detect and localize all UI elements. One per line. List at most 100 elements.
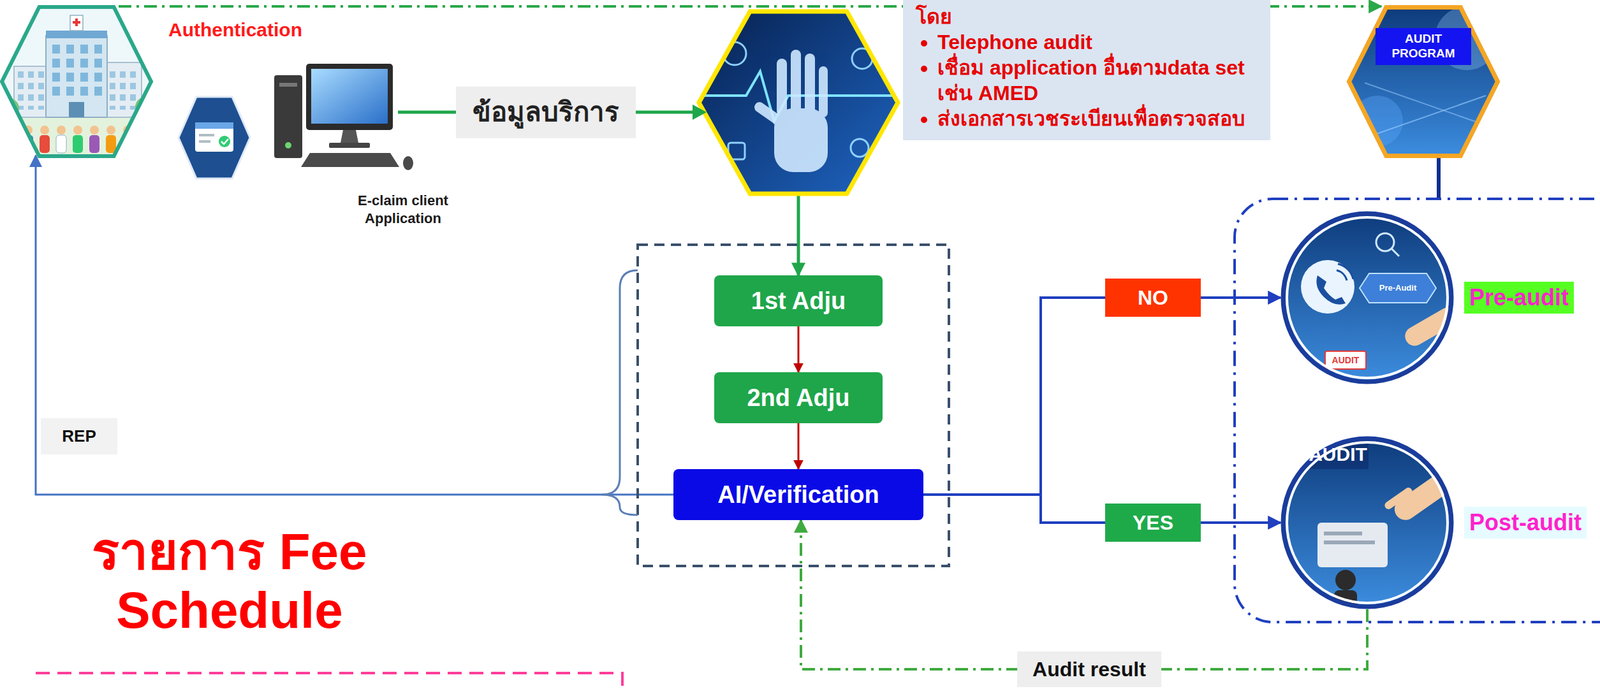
decor-rect	[105, 135, 117, 154]
arrow-head	[692, 104, 707, 120]
program-label-group: AUDIT PROGRAM	[1346, 28, 1500, 68]
stage-tag: Post-audit	[1464, 506, 1587, 539]
decor-path	[1316, 275, 1346, 305]
decor-rect	[39, 135, 50, 154]
decor-rect	[45, 30, 108, 39]
feedback-label: Audit result	[1017, 651, 1162, 688]
decor-rect	[306, 63, 393, 131]
decor-rect	[752, 100, 785, 127]
program-hexagon: AUDIT PROGRAM	[1346, 5, 1500, 159]
decor-rect	[274, 75, 303, 159]
decor-rect	[790, 49, 801, 114]
connector-line	[35, 155, 674, 495]
hexagon-border	[698, 11, 898, 194]
process-box: 1st Adju	[714, 275, 883, 327]
decor-circle	[850, 139, 869, 157]
circle-border	[1283, 438, 1452, 608]
bullet-item: เชื่อม application อื่นตามdata set เช่น …	[937, 54, 1258, 106]
method-note: โดยTelephone auditเชื่อม application อื่…	[902, 0, 1271, 141]
medical-hexagon-illustration	[698, 11, 898, 197]
circle-ring	[1286, 217, 1448, 379]
decor-path	[1364, 82, 1493, 128]
data-label: ข้อมูลบริการ	[455, 86, 636, 139]
program-label: AUDIT PROGRAM	[1375, 28, 1472, 66]
decor-rect	[698, 11, 898, 197]
decor-path	[1337, 264, 1354, 280]
device-caption: E-claim client Application	[336, 191, 470, 229]
circle-outline	[1280, 211, 1454, 385]
circle-outline	[1280, 436, 1454, 610]
audit-circle: Pre-audit	[1280, 211, 1454, 385]
decor-circle	[89, 125, 99, 135]
return-label: REP	[40, 418, 118, 455]
link-line	[1436, 158, 1441, 199]
group-frame	[637, 244, 949, 567]
box-text: AI/Verification	[717, 481, 879, 509]
computer-illustration	[274, 63, 414, 171]
decor-rect	[45, 35, 108, 118]
process-box: 2nd Adju	[714, 372, 883, 424]
process-box: AI/Verification	[673, 469, 924, 521]
post-audit-illustration	[1280, 436, 1461, 610]
hospital-hexagon: Authentication	[0, 5, 154, 159]
decor-rect	[70, 15, 83, 31]
decor-rect	[1307, 440, 1369, 470]
decor-rect	[68, 102, 85, 118]
decor-rect	[1323, 531, 1363, 536]
decor-rect	[17, 71, 45, 110]
decor-polygon	[340, 130, 359, 143]
decision-tag: YES	[1105, 503, 1201, 543]
circle-border	[1283, 213, 1452, 382]
decor-path	[221, 139, 229, 145]
decor-circle	[1376, 233, 1395, 252]
dashed-frame	[35, 673, 623, 689]
audit-region	[1234, 198, 1600, 623]
decor-g	[752, 49, 828, 173]
decor-rect	[109, 68, 140, 110]
area-heading: Authentication	[168, 19, 303, 41]
hexagon-outline	[0, 5, 154, 159]
decor-rect	[329, 142, 370, 148]
curly-bracket	[601, 270, 638, 516]
decor-rect	[72, 135, 83, 154]
bullet-list: Telephone auditเชื่อม application อื่นตา…	[915, 29, 1258, 132]
decor-circle	[1300, 260, 1355, 314]
decor-circle	[218, 135, 231, 148]
bullet-item: ส่งเอกสารเวชระเบียนเพื่อตรวจสอบ	[937, 105, 1258, 132]
decor-rect	[195, 122, 234, 129]
decor-rect	[1325, 351, 1366, 370]
decor-rect	[776, 58, 787, 117]
connector-line	[800, 520, 1368, 670]
decor-rect	[774, 108, 828, 173]
decor-rect	[1383, 486, 1414, 512]
decor-circle	[56, 125, 66, 135]
decor-rect	[56, 135, 67, 154]
decor-rect	[279, 82, 298, 87]
connector-line	[923, 494, 1281, 523]
decor-circle	[285, 142, 292, 149]
icon-caption: AUDIT	[1308, 443, 1368, 467]
circle-ring	[1286, 442, 1448, 604]
decor-rect	[311, 68, 388, 124]
audit-circle: Post-audit	[1280, 436, 1454, 610]
audit-program-illustration	[1346, 5, 1500, 159]
decor-rect	[818, 66, 828, 118]
decor-ellipse	[403, 156, 414, 171]
decor-polygon	[300, 153, 400, 168]
box-text: 2nd Adju	[746, 384, 850, 412]
bullet-item: Telephone audit	[937, 29, 1258, 55]
decor-polygon	[178, 96, 250, 179]
decor-rect	[52, 44, 103, 100]
decor-rect	[1280, 211, 1454, 385]
decor-rect	[1346, 5, 1500, 159]
hexagon-border	[1349, 7, 1498, 157]
stamp-text: AUDIT	[1332, 355, 1360, 366]
decision-tag: NO	[1105, 278, 1201, 317]
decor-circle	[73, 125, 83, 135]
decor-rect	[198, 140, 211, 143]
decor-rect	[198, 133, 215, 137]
decor-circle	[40, 125, 50, 135]
icon-caption: Pre-Audit	[1379, 283, 1417, 294]
hexagon-border	[1, 7, 152, 157]
